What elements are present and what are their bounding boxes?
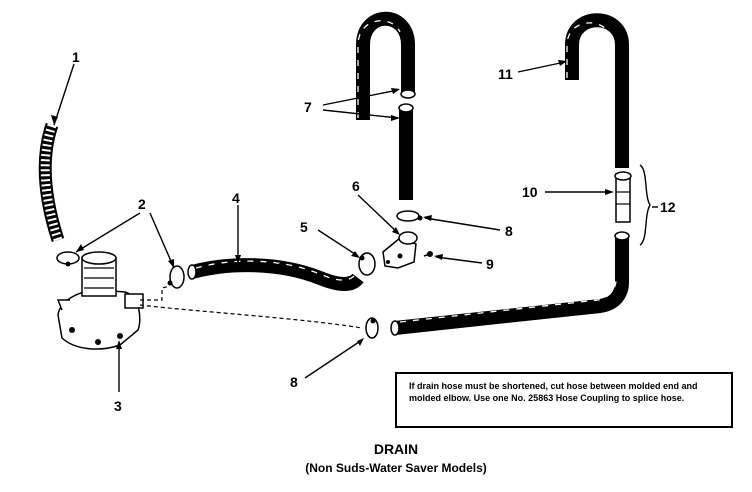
corrugated-hose-part-1 [38, 122, 65, 243]
callout-12: 12 [660, 199, 676, 215]
elbow-bracket-part-6 [382, 231, 418, 269]
diagram-subtitle: (Non Suds-Water Saver Models) [305, 461, 487, 475]
callout-9: 9 [486, 256, 494, 272]
leader-lines [51, 60, 658, 392]
hose-clamp-part-8-top [396, 210, 423, 222]
hose-clamp-part-2-left [56, 251, 80, 267]
long-drain-hose [390, 231, 630, 336]
callout-8-top: 8 [505, 223, 513, 239]
callout-3: 3 [114, 398, 122, 414]
hose-clamp-part-5 [358, 252, 376, 276]
hose-clamp-part-8-bottom [365, 317, 379, 339]
callout-5: 5 [300, 219, 308, 235]
hose-clamp-part-2-right [167, 265, 185, 289]
hose-shortening-note: If drain hose must be shortened, cut hos… [395, 372, 733, 428]
group-bracket-part-12 [639, 164, 651, 246]
drain-pump-part-3 [56, 251, 144, 350]
drain-hose-part-4 [187, 258, 364, 291]
callout-10: 10 [522, 184, 538, 200]
u-hose-part-7-upper [356, 11, 416, 120]
callout-6: 6 [352, 178, 360, 194]
callout-8-bottom: 8 [290, 374, 298, 390]
callout-4: 4 [232, 190, 240, 206]
hose-coupling-part-10 [614, 171, 632, 223]
callout-1: 1 [72, 49, 80, 65]
callout-2: 2 [138, 196, 146, 212]
dashed-connection-lines [139, 285, 363, 329]
callout-7: 7 [304, 99, 312, 115]
callout-11: 11 [498, 66, 513, 82]
screw-part-9 [423, 251, 433, 257]
diagram-title: DRAIN [373, 441, 419, 457]
u-hose-part-11 [565, 13, 629, 168]
hose-segment-part-7-lower [398, 103, 414, 200]
